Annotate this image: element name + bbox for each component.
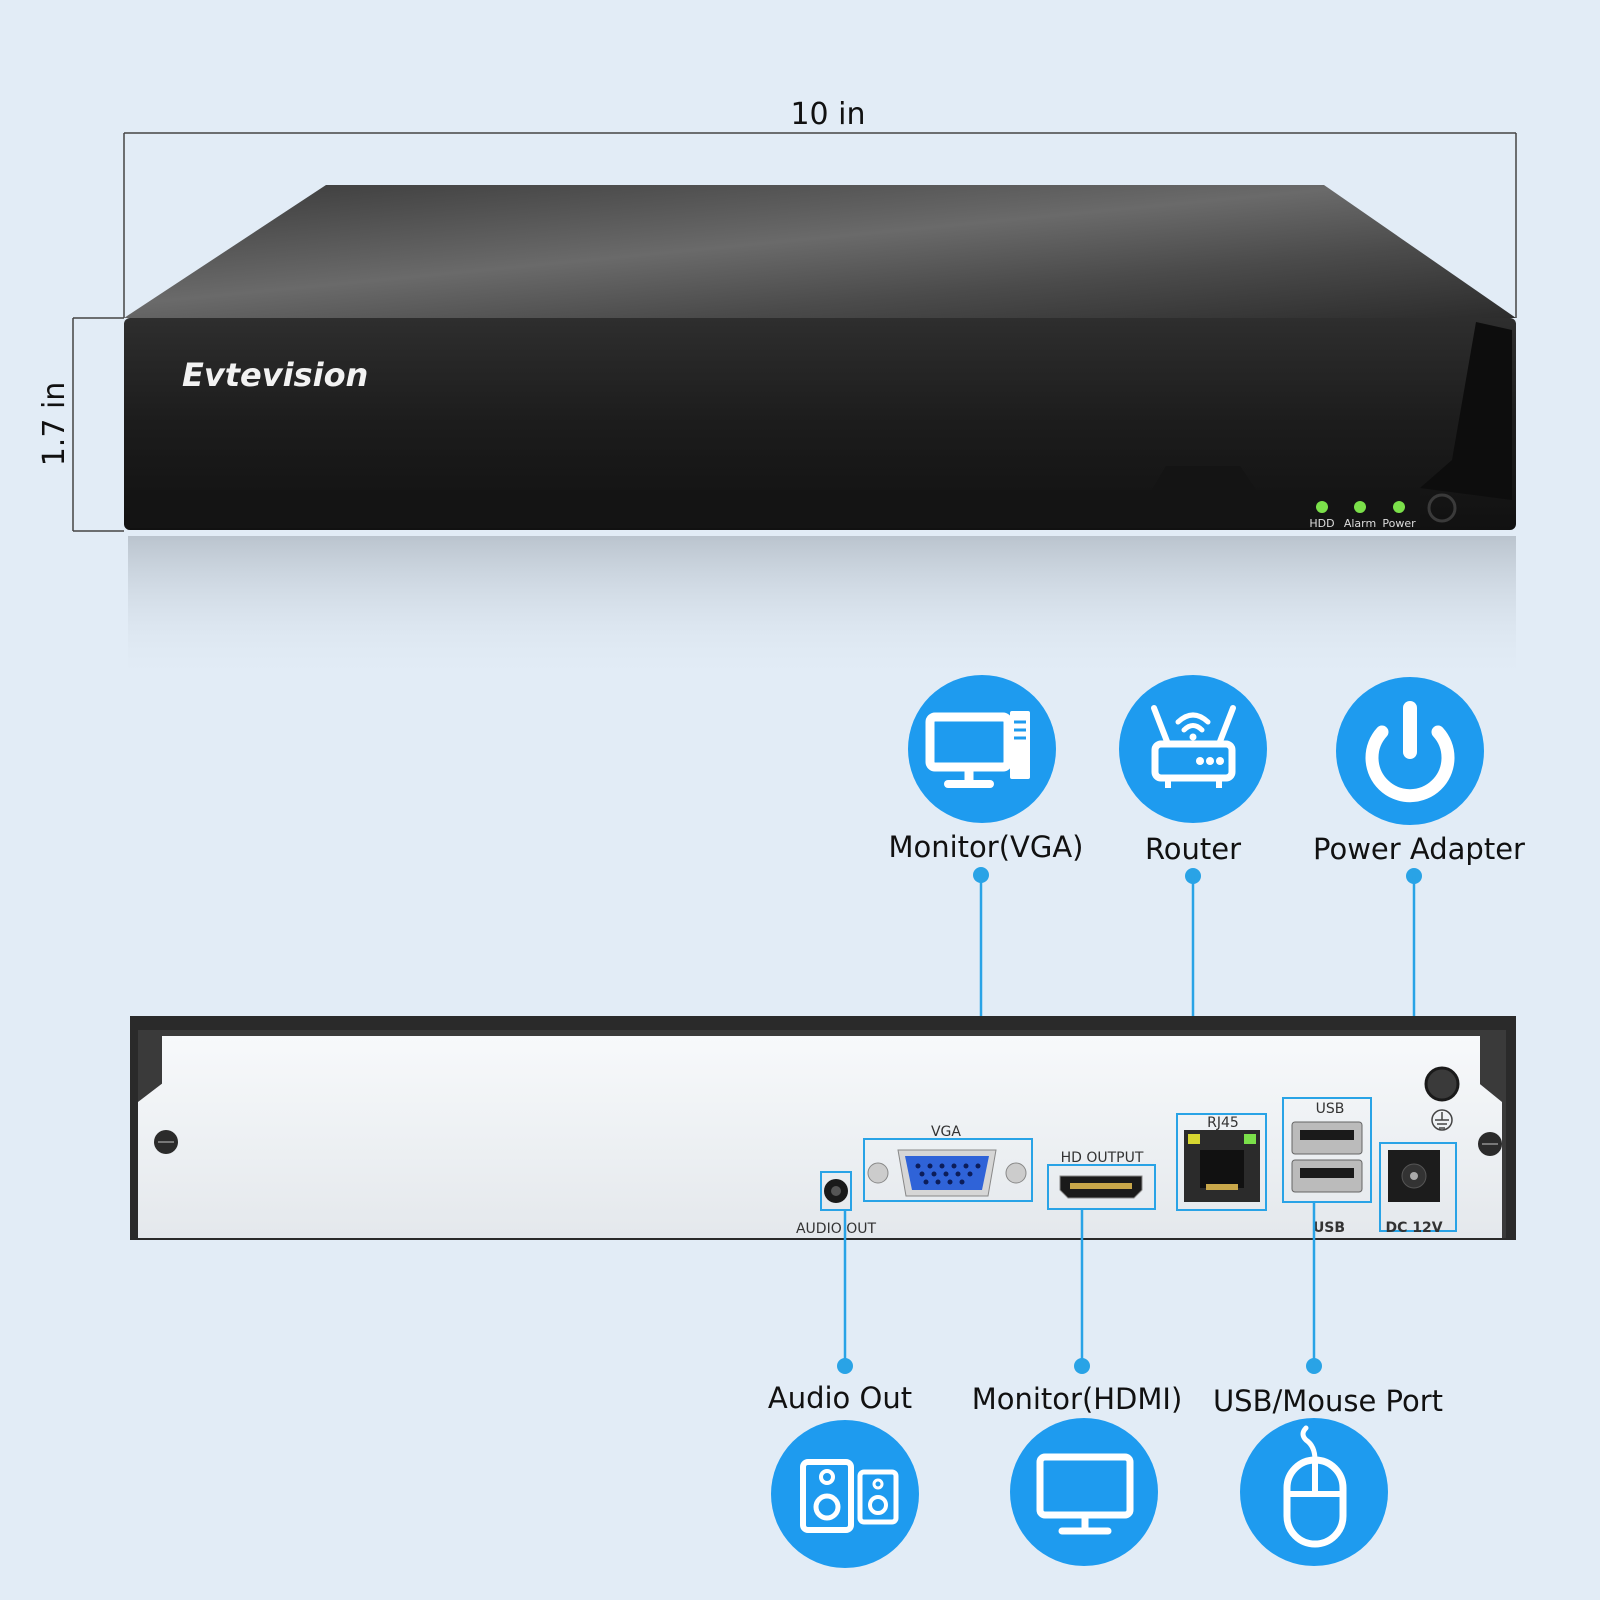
power-led-icon: [1393, 501, 1405, 513]
device-top-panel: [124, 185, 1516, 318]
speakers-icon: [800, 1459, 899, 1533]
callout-monitor-hdmi-circle: [1010, 1418, 1158, 1566]
callout-audio-out: Audio Out: [768, 1381, 919, 1568]
height-label: 1.7 in: [37, 382, 72, 467]
usb-connector-dot: [1306, 1358, 1322, 1374]
desktop-computer-icon: [925, 711, 1030, 788]
mouse-icon: [1283, 1425, 1347, 1548]
callout-usb-mouse-label: USB/Mouse Port: [1213, 1384, 1443, 1418]
callout-audio-out-label: Audio Out: [768, 1381, 912, 1415]
rj45-port-label: RJ45: [1207, 1115, 1239, 1131]
nvr-rear-panel: AUDIO OUT VGA HD OUTPUT: [130, 1016, 1516, 1240]
callout-usb-mouse: USB/Mouse Port: [1213, 1384, 1443, 1566]
callout-monitor-vga-label: Monitor(VGA): [888, 830, 1083, 864]
callout-power-adapter: Power Adapter: [1313, 677, 1525, 866]
callout-power-adapter-label: Power Adapter: [1313, 832, 1525, 866]
vga-port-label: VGA: [931, 1124, 961, 1140]
hdd-led-icon: [1316, 501, 1328, 513]
height-dimension: 1.7 in: [37, 317, 124, 532]
hdmi-connector-dot: [1074, 1358, 1090, 1374]
bottom-connector-lines: [837, 1202, 1322, 1374]
dc-power-port: [1379, 1142, 1457, 1232]
front-right-bevel: [1420, 322, 1512, 500]
hdmi-port: [1047, 1164, 1156, 1210]
dc-port-label: DC 12V: [1385, 1220, 1442, 1236]
callout-router: Router: [1119, 675, 1267, 866]
wifi-router-icon: [1151, 705, 1236, 788]
nvr-front-view: Evtevision HDD Alarm Power: [124, 185, 1516, 530]
callout-router-label: Router: [1145, 832, 1241, 866]
audio-out-port-label: AUDIO OUT: [796, 1221, 876, 1237]
audio-connector-dot: [837, 1358, 853, 1374]
alarm-led-icon: [1354, 501, 1366, 513]
hdd-led-label: HDD: [1309, 517, 1334, 530]
hdmi-port-label: HD OUTPUT: [1061, 1150, 1144, 1166]
usb-bottom-label: USB: [1313, 1220, 1345, 1236]
status-leds: HDD Alarm Power: [1309, 501, 1416, 530]
ground-screw-icon: [1424, 1066, 1460, 1102]
callout-monitor-hdmi-label: Monitor(HDMI): [972, 1382, 1183, 1416]
callout-monitor-hdmi: Monitor(HDMI): [972, 1382, 1183, 1566]
power-led-label: Power: [1382, 517, 1416, 530]
monitor-icon: [1036, 1453, 1134, 1535]
callout-monitor-vga: Monitor(VGA): [888, 675, 1084, 864]
ground-symbol-icon: [1431, 1109, 1453, 1131]
ir-receiver-icon: [1427, 493, 1457, 523]
audio-out-port: [820, 1171, 852, 1211]
front-lower-strip: [130, 466, 1420, 528]
usb-top-label: USB: [1316, 1101, 1345, 1117]
callout-router-circle: [1119, 675, 1267, 823]
device-reflection: [128, 536, 1516, 686]
alarm-led-label: Alarm: [1344, 517, 1376, 530]
rj45-port: [1176, 1113, 1267, 1211]
power-icon: [1365, 701, 1455, 803]
width-dimension: 10 in: [123, 97, 1517, 318]
usb-ports: [1282, 1097, 1372, 1203]
width-label: 10 in: [790, 97, 865, 132]
brand-logo: Evtevision: [182, 356, 368, 394]
vga-port: [863, 1138, 1033, 1202]
